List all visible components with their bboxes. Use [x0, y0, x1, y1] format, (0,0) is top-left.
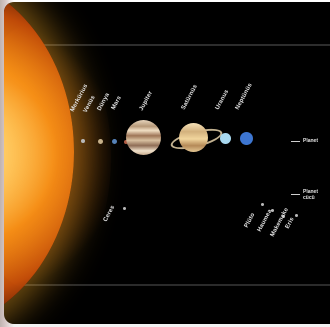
venus-planet: [98, 139, 103, 144]
solar-system-image: Merkürius Venüs Dünya Mars Jupiter Satür…: [4, 2, 330, 324]
ceres-dwarf-planet: [123, 207, 126, 210]
makemake-dwarf-planet: [282, 215, 285, 218]
eris-dwarf-planet: [295, 214, 298, 217]
jupiter-label: Jupiter: [138, 90, 155, 112]
eris-label: Eris: [284, 216, 296, 230]
earth-planet: [112, 139, 117, 144]
bottom-band: [14, 284, 330, 324]
neptune-planet: [240, 132, 253, 145]
planet-legend-label: Planet: [303, 138, 319, 144]
jupiter-planet: [126, 120, 161, 155]
saturn-label: Satürnüs: [180, 83, 199, 111]
saturn-planet: [179, 123, 208, 152]
mars-label: Mars: [110, 95, 123, 111]
pluto-label: Plüto: [243, 212, 257, 229]
pluto-dwarf-planet: [261, 203, 264, 206]
uranus-planet: [220, 133, 231, 144]
dwarf-legend-label: Planet cücü: [303, 189, 319, 201]
haumea-label: Haumea: [256, 208, 274, 233]
neptune-label: Neptünüs: [234, 82, 254, 111]
mercury-planet: [81, 139, 85, 143]
sun-glow: [4, 22, 111, 292]
haumea-dwarf-planet: [271, 209, 274, 212]
uranus-label: Uranus: [214, 88, 231, 111]
planet-legend-line: [291, 141, 300, 142]
dwarf-legend-line: [291, 194, 300, 195]
